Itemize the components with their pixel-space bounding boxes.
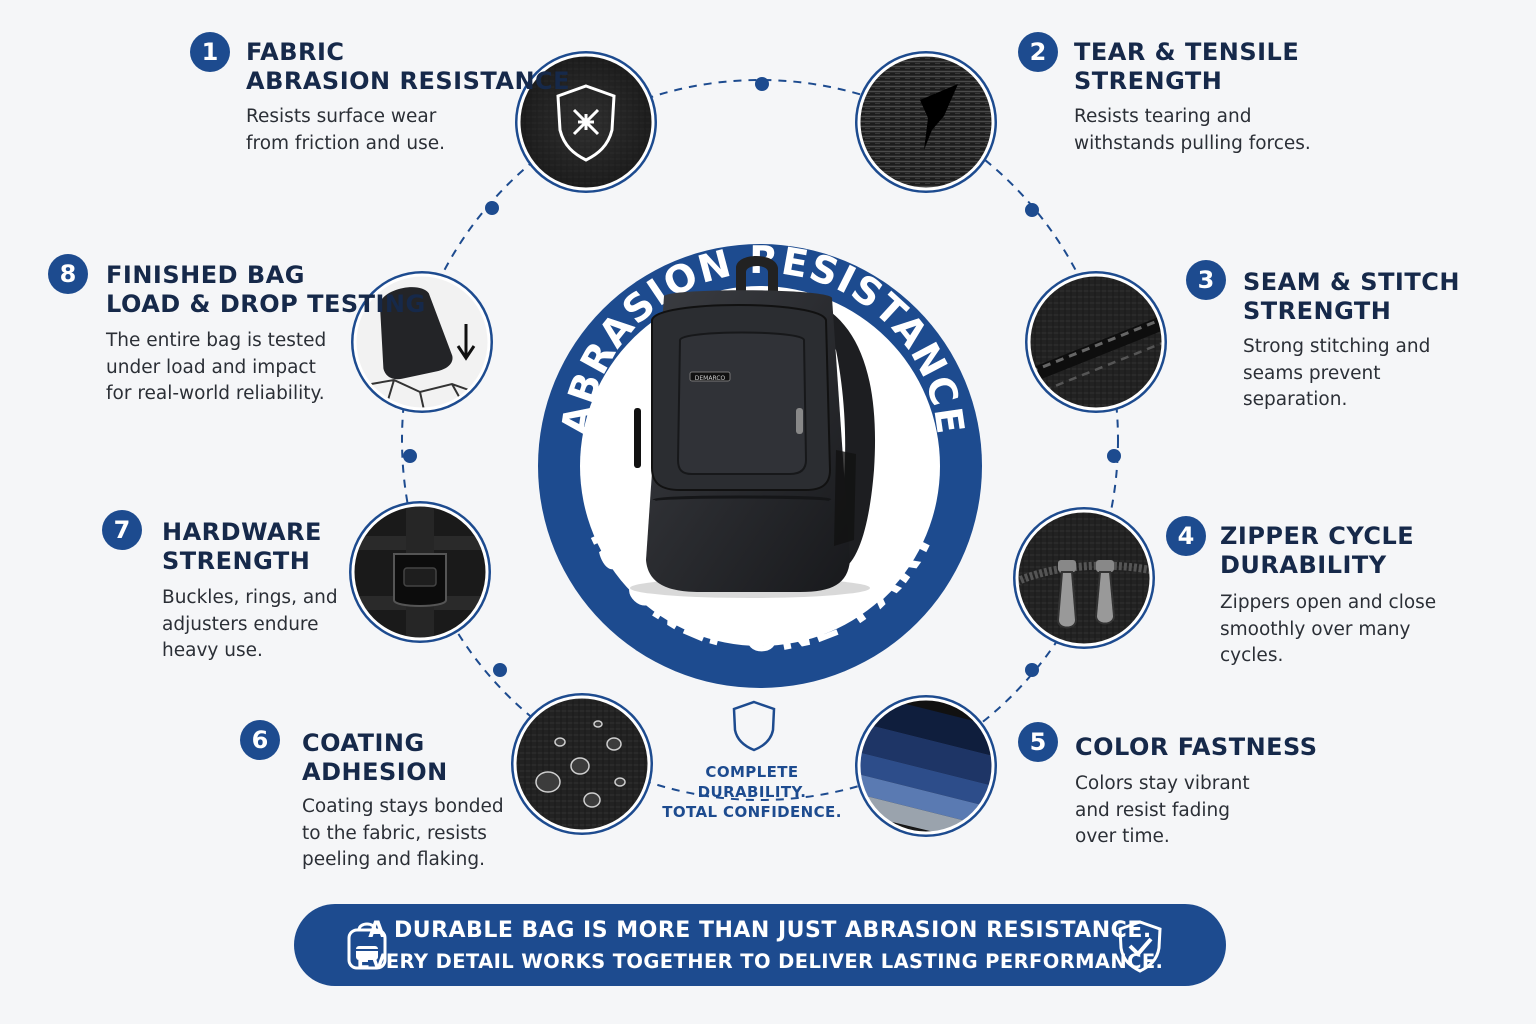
backpack-drop-icon bbox=[355, 275, 489, 409]
color-fastness-image bbox=[855, 695, 997, 837]
feature-title-line-2: STRENGTH bbox=[1074, 67, 1223, 95]
feature-title-line-1: FINISHED BAG bbox=[106, 261, 305, 289]
dashed-ring bbox=[401, 79, 1119, 801]
desc-line-1: Zippers open and close bbox=[1220, 592, 1437, 613]
desc-line-1: Strong stitching and bbox=[1243, 336, 1431, 357]
banner-line-1: A DURABLE BAG IS MORE THAN JUST ABRASION… bbox=[368, 918, 1152, 943]
feature-title-line-2: STRENGTH bbox=[1243, 297, 1392, 325]
buckle-icon bbox=[353, 505, 487, 639]
feature-description: Resists tearing and withstands pulling fo… bbox=[1074, 104, 1311, 157]
feature-number-badge: 3 bbox=[1186, 260, 1226, 300]
tagline: COMPLETE DURABILITY. TOTAL CONFIDENCE. bbox=[662, 762, 842, 822]
feature-title-line-2: ADHESION bbox=[302, 758, 448, 786]
feature-title-line-2: DURABILITY bbox=[1220, 551, 1387, 579]
desc-line-1: Coating stays bonded bbox=[302, 796, 504, 817]
feature-description: The entire bag is tested under load and i… bbox=[106, 328, 326, 408]
feature-description: Zippers open and close smoothly over many… bbox=[1220, 590, 1436, 670]
summary-banner: A DURABLE BAG IS MORE THAN JUST ABRASION… bbox=[294, 904, 1226, 986]
tear-strength-image bbox=[855, 51, 997, 193]
water-droplets-icon bbox=[515, 697, 649, 831]
desc-line-3: for real-world reliability. bbox=[106, 383, 325, 404]
desc-line-1: The entire bag is tested bbox=[106, 330, 327, 351]
feature-number-badge: 8 bbox=[48, 254, 88, 294]
coating-adhesion-image bbox=[511, 693, 653, 835]
desc-line-3: over time. bbox=[1075, 826, 1170, 847]
backpack-outline-icon bbox=[347, 922, 387, 970]
desc-line-2: from friction and use. bbox=[246, 132, 445, 154]
backpack-brand-label: DEMARCO bbox=[695, 375, 726, 382]
tagline-line-1: COMPLETE DURABILITY. bbox=[697, 763, 807, 801]
shield-outline-icon bbox=[732, 700, 776, 752]
desc-line-1: Resists tearing and bbox=[1074, 106, 1252, 127]
feature-title-line-1: COLOR FASTNESS bbox=[1075, 733, 1318, 761]
desc-line-2: under load and impact bbox=[106, 356, 316, 378]
desc-line-3: cycles. bbox=[1220, 645, 1284, 666]
hardware-image bbox=[349, 501, 491, 643]
desc-line-1: Colors stay vibrant bbox=[1075, 773, 1250, 794]
fabric-abrasion-image bbox=[515, 51, 657, 193]
desc-line-2: and resist fading bbox=[1075, 799, 1231, 821]
torn-fabric-icon bbox=[859, 55, 993, 189]
desc-line-3: peeling and flaking. bbox=[302, 849, 486, 870]
shield-check-icon bbox=[1118, 920, 1162, 973]
ring-dots bbox=[403, 77, 1121, 677]
feature-number-badge: 5 bbox=[1018, 722, 1058, 762]
desc-line-3: heavy use. bbox=[162, 640, 263, 661]
feature-description: Buckles, rings, and adjusters endure heavy… bbox=[162, 585, 338, 665]
feature-title-line-1: TEAR & TENSILE bbox=[1074, 38, 1300, 66]
feature-number-badge: 7 bbox=[102, 510, 142, 550]
zipper-pulls-icon bbox=[1017, 511, 1151, 645]
feature-description: Colors stay vibrant and resist fading over… bbox=[1075, 771, 1250, 851]
feature-number-badge: 1 bbox=[190, 32, 230, 72]
desc-line-3: separation. bbox=[1243, 389, 1348, 410]
feature-title-line-2: LOAD & DROP TESTING bbox=[106, 290, 426, 318]
desc-line-2: seams prevent bbox=[1243, 362, 1381, 384]
seam-stitch-image bbox=[1025, 271, 1167, 413]
desc-line-2: withstands pulling forces. bbox=[1074, 132, 1311, 154]
desc-line-1: Buckles, rings, and bbox=[162, 587, 338, 608]
feature-title: COLOR FASTNESS bbox=[1075, 733, 1318, 762]
feature-title-line-2: ABRASION RESISTANCE bbox=[246, 67, 571, 95]
color-swatches-icon bbox=[859, 699, 993, 833]
zipper-image bbox=[1013, 507, 1155, 649]
feature-description: Resists surface wear from friction and us… bbox=[246, 104, 445, 157]
tagline-line-2: TOTAL CONFIDENCE. bbox=[662, 803, 842, 821]
feature-title-line-2: STRENGTH bbox=[162, 547, 311, 575]
feature-title-line-1: ZIPPER CYCLE bbox=[1220, 522, 1415, 550]
shield-weave-icon bbox=[556, 84, 616, 162]
feature-title-line-1: FABRIC bbox=[246, 38, 345, 66]
feature-number-badge: 2 bbox=[1018, 32, 1058, 72]
feature-title-line-1: COATING bbox=[302, 729, 425, 757]
feature-description: Strong stitching and seams prevent separat… bbox=[1243, 334, 1430, 414]
feature-number-badge: 6 bbox=[240, 720, 280, 760]
banner-line-2: EVERY DETAIL WORKS TOGETHER TO DELIVER L… bbox=[356, 950, 1164, 973]
feature-number-badge: 4 bbox=[1166, 516, 1206, 556]
stitched-seam-icon bbox=[1029, 275, 1163, 409]
desc-line-2: to the fabric, resists bbox=[302, 822, 487, 844]
backpack-image: DEMARCO bbox=[630, 256, 876, 598]
desc-line-1: Resists surface wear bbox=[246, 106, 437, 127]
feature-description: Coating stays bonded to the fabric, resis… bbox=[302, 794, 504, 874]
feature-title-line-1: HARDWARE bbox=[162, 518, 322, 546]
feature-title-line-1: SEAM & STITCH bbox=[1243, 268, 1460, 296]
desc-line-2: smoothly over many bbox=[1220, 618, 1411, 640]
drop-testing-image bbox=[351, 271, 493, 413]
desc-line-2: adjusters endure bbox=[162, 613, 319, 635]
